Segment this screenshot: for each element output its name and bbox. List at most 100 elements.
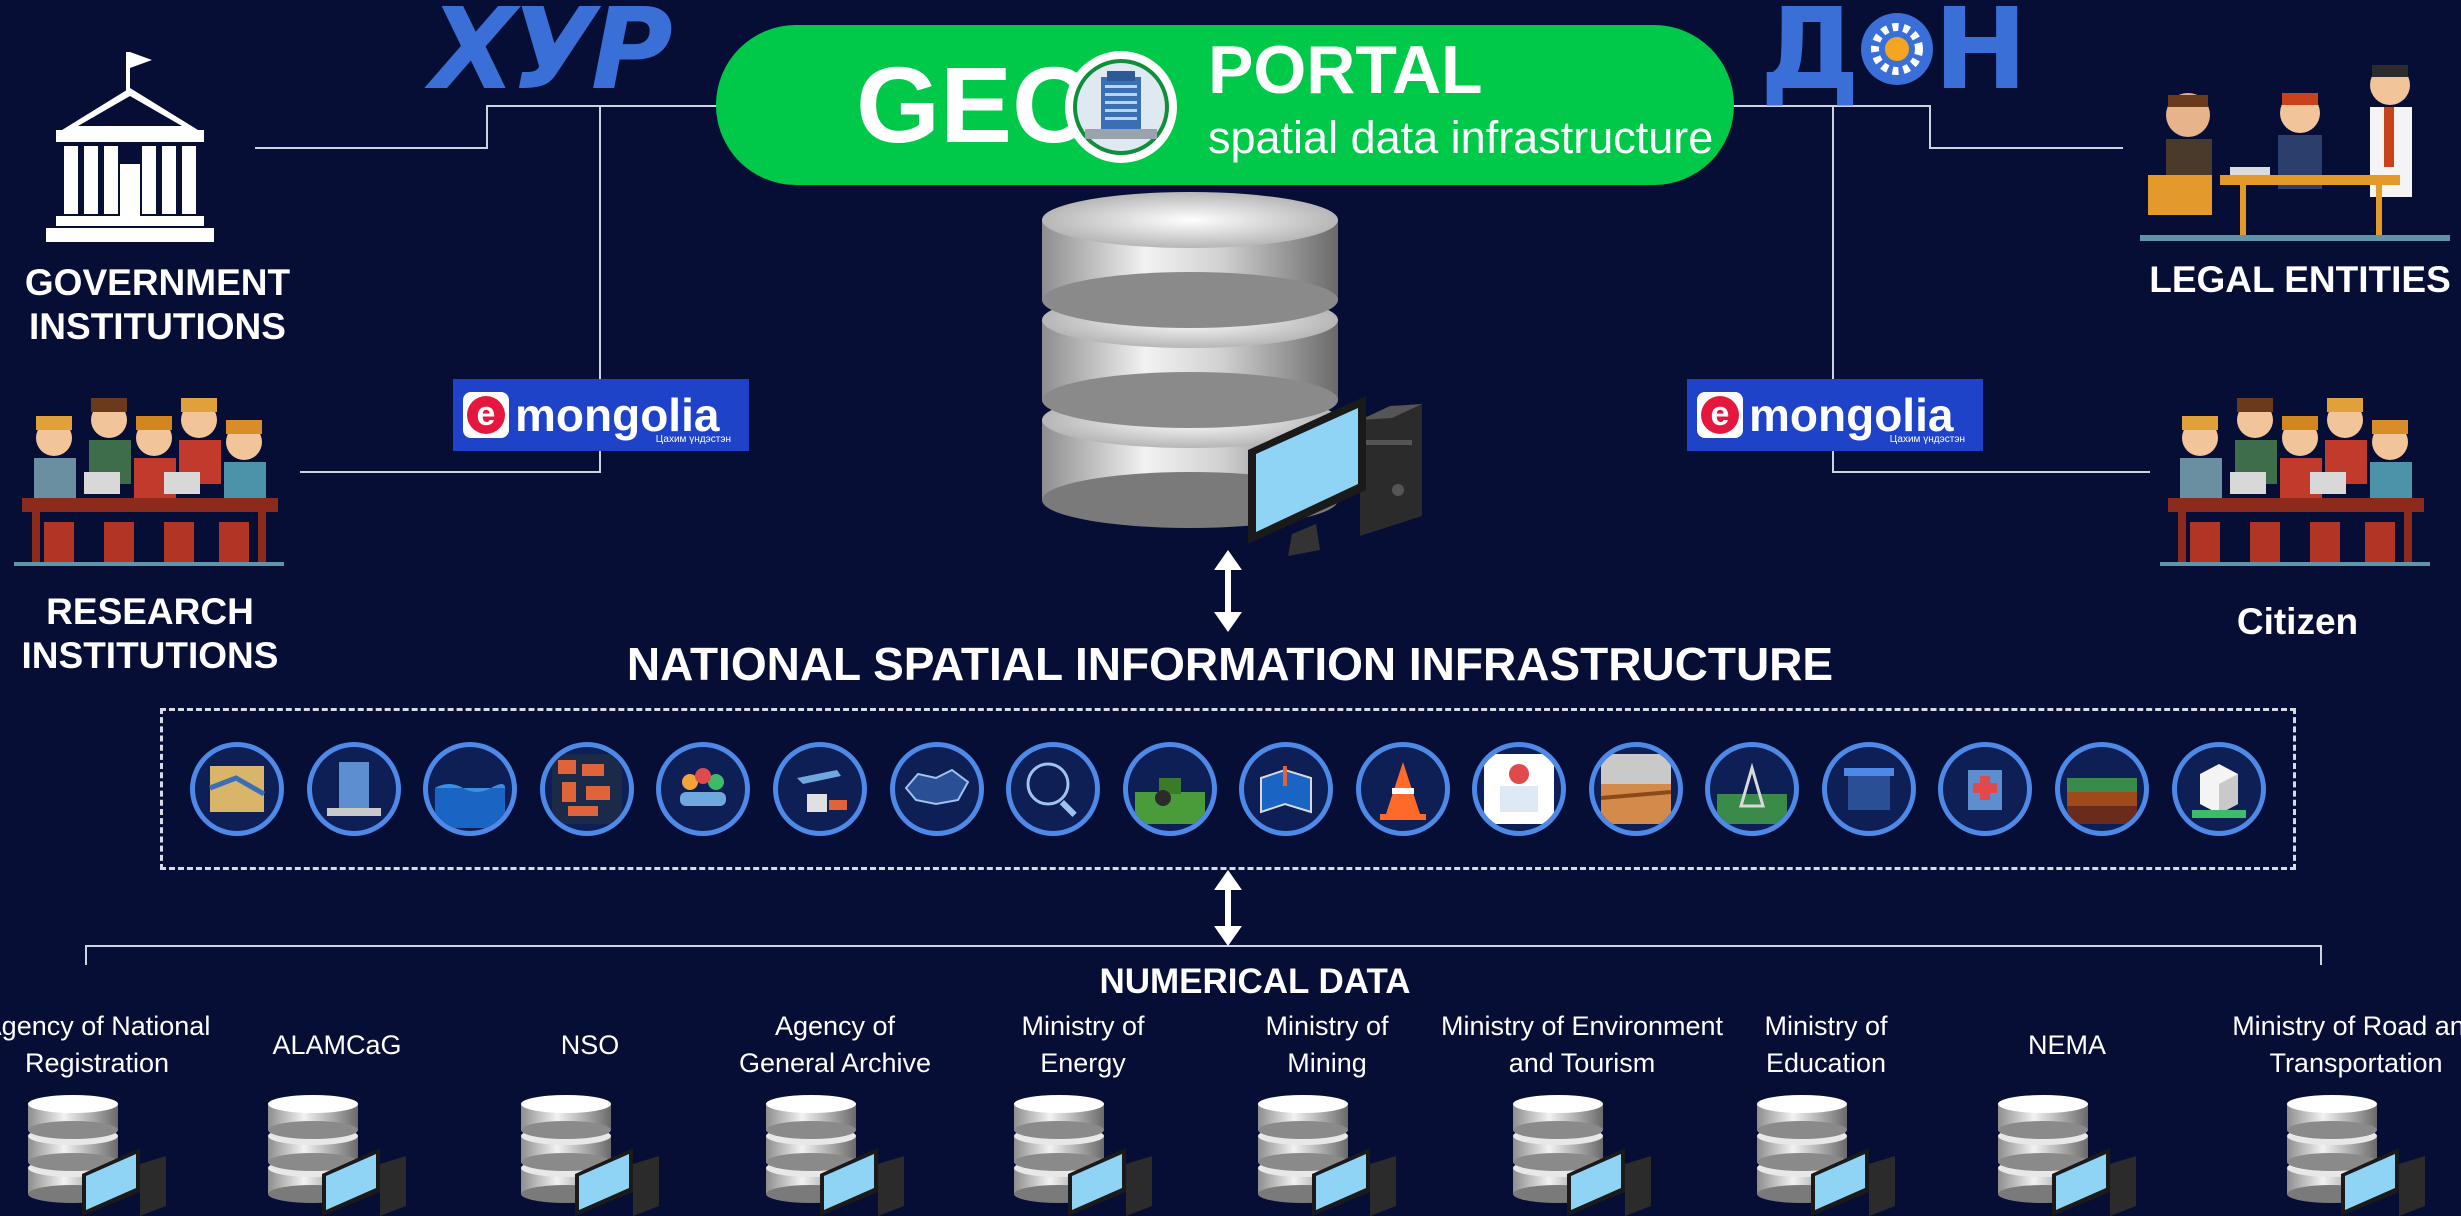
- geo-word: GEO: [856, 44, 1097, 165]
- hospital-icon[interactable]: [1938, 742, 2033, 836]
- data-source-label-line: Ministry of: [1021, 1011, 1145, 1041]
- data-source-label-line: ALAMCaG: [272, 1029, 402, 1060]
- data-source-label: Ministry of Energy: [958, 1008, 1208, 1082]
- citizen-group-icon: [2160, 372, 2430, 577]
- geology-icon[interactable]: [2055, 742, 2150, 836]
- emongolia-e-icon: e: [463, 392, 509, 438]
- data-source-label: NEMA: [1942, 1008, 2192, 1082]
- public-facility-icon[interactable]: [1821, 742, 1916, 836]
- data-source-label: Ministry of Mining: [1202, 1008, 1452, 1082]
- dan-gear-icon: [1858, 0, 1936, 100]
- data-source-label-line: Ministry of: [1265, 1011, 1389, 1041]
- agriculture-icon[interactable]: [1122, 742, 1217, 836]
- globe-search-icon[interactable]: [1006, 742, 1101, 836]
- data-source-label-line: Ministry of Road and: [2232, 1011, 2461, 1041]
- data-source-7[interactable]: Ministry of Education: [1701, 1008, 1951, 1216]
- database-server-icon: [1202, 1094, 1452, 1216]
- portal-subtitle: spatial data infrastructure: [1208, 112, 1714, 163]
- legal-entities-label: LEGAL ENTITIES: [2149, 259, 2451, 300]
- geodetic-point-icon[interactable]: [1705, 742, 1800, 836]
- data-source-label-line: NEMA: [2027, 1029, 2106, 1060]
- emongolia-tagline: Цахим үндэстэн: [1889, 434, 1965, 445]
- data-source-1[interactable]: ALAMCaG: [212, 1008, 462, 1216]
- dan-logo-letter-d: Д: [1760, 0, 1860, 115]
- emongolia-badge-left[interactable]: e mongolia Цахим үндэстэн: [453, 379, 749, 451]
- research-team-icon: [14, 372, 284, 577]
- connector-research: [300, 106, 601, 473]
- data-source-label-line: Mining: [1287, 1048, 1367, 1078]
- arrow-nsii-numerical: [1214, 870, 1242, 946]
- central-database-icon: [1030, 190, 1430, 565]
- connector-legal: [1733, 105, 2123, 149]
- data-source-2[interactable]: NSO: [465, 1008, 715, 1216]
- connector-numerical: [85, 945, 2322, 965]
- thematic-layers-box: [160, 708, 2296, 870]
- nsii-title: NATIONAL SPATIAL INFORMATION INFRASTRUCT…: [626, 638, 1834, 690]
- xyp-logo: ХУР: [430, 0, 673, 115]
- business-meeting-icon: [2140, 55, 2450, 250]
- database-server-icon: [2231, 1094, 2461, 1216]
- database-server-icon: [710, 1094, 960, 1216]
- database-server-icon: [1701, 1094, 1951, 1216]
- mongolia-map-icon[interactable]: [889, 742, 984, 836]
- dan-logo: Д Н: [1760, 0, 2030, 115]
- data-source-label-line: Energy: [1040, 1048, 1126, 1078]
- citizen-label: Citizen: [2236, 601, 2359, 642]
- data-source-label: ALAMCaG: [212, 1008, 462, 1082]
- data-source-label-line: and Tourism: [1508, 1048, 1656, 1078]
- data-source-label: NSO: [465, 1008, 715, 1082]
- boundary-map-icon[interactable]: [1239, 742, 1334, 836]
- data-source-6[interactable]: Ministry of Environment and Tourism: [1441, 1008, 1723, 1216]
- data-source-label-line: Ministry of Environment: [1440, 1011, 1724, 1041]
- numerical-data-title: NUMERICAL DATA: [1099, 962, 1411, 1001]
- transport-icon[interactable]: [773, 742, 867, 836]
- emongolia-badge-right[interactable]: e mongolia Цахим үндэстэн: [1687, 379, 1983, 451]
- data-source-label-line: Ministry of: [1764, 1011, 1888, 1041]
- building-icon[interactable]: [306, 742, 401, 836]
- connector-citizen: [1832, 106, 2150, 473]
- data-source-label: Ministry of Environment and Tourism: [1441, 1008, 1723, 1082]
- data-source-label-line: Transportation: [2269, 1048, 2443, 1078]
- portal-title: PORTAL: [1208, 32, 1483, 108]
- building-3d-icon[interactable]: [2171, 742, 2266, 836]
- land-map-icon[interactable]: [190, 742, 285, 836]
- data-source-4[interactable]: Ministry of Energy: [958, 1008, 1208, 1216]
- research-label-line-2: INSTITUTIONS: [21, 635, 279, 676]
- road-cone-icon[interactable]: [1355, 742, 1450, 836]
- data-source-5[interactable]: Ministry of Mining: [1202, 1008, 1452, 1216]
- arrow-portal-nsii: [1214, 550, 1242, 632]
- data-source-label-line: Education: [1765, 1048, 1887, 1078]
- urban-blocks-icon[interactable]: [539, 742, 634, 836]
- government-label-line-1: GOVERNMENT: [24, 262, 291, 303]
- emongolia-tagline: Цахим үндэстэн: [655, 434, 731, 445]
- dan-logo-letter-h: Н: [1933, 0, 2028, 115]
- database-server-icon: [465, 1094, 715, 1216]
- soil-icon[interactable]: [1588, 742, 1683, 836]
- data-source-label-line: Agency of: [774, 1011, 896, 1041]
- connector-government: [255, 105, 718, 149]
- data-source-label-line: Registration: [24, 1048, 170, 1078]
- research-label-line-1: RESEARCH: [46, 591, 254, 632]
- government-building-icon: [42, 48, 218, 253]
- database-server-icon: [1457, 1094, 1707, 1216]
- data-source-label-line: NSO: [560, 1029, 620, 1060]
- population-icon[interactable]: [656, 742, 751, 836]
- address-icon[interactable]: [1472, 742, 1567, 836]
- emongolia-name: mongolia: [1749, 389, 1954, 441]
- geo-portal-banner[interactable]: GEO PORTAL spatial data infrastructure: [716, 25, 1734, 185]
- government-institutions-label: GOVERNMENT INSTITUTIONS: [20, 261, 295, 349]
- emongolia-e-icon: e: [1697, 392, 1743, 438]
- research-institutions-label: RESEARCH INSTITUTIONS: [15, 590, 285, 678]
- government-label-line-2: INSTITUTIONS: [29, 306, 286, 347]
- database-server-icon: [0, 1094, 222, 1216]
- data-source-8[interactable]: NEMA: [1942, 1008, 2192, 1216]
- water-icon[interactable]: [423, 742, 518, 836]
- data-source-label: Ministry of Education: [1701, 1008, 1951, 1082]
